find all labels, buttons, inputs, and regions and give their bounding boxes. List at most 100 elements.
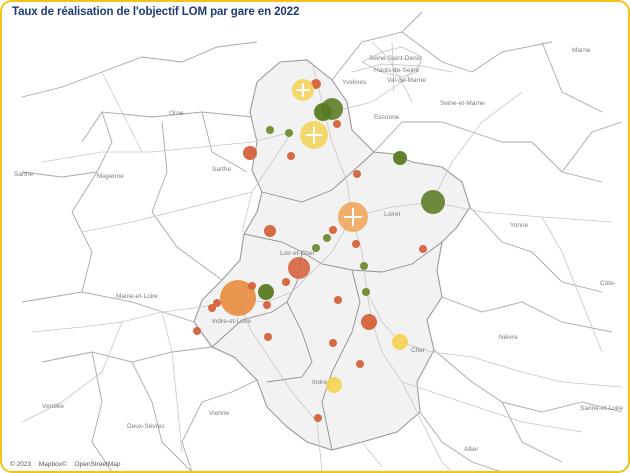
station-marker[interactable]	[353, 170, 361, 178]
station-marker[interactable]	[288, 257, 310, 279]
station-marker[interactable]	[356, 360, 364, 368]
place-labels: Seine-Saint-Denis Hauts-de-Seine Val-de-…	[14, 47, 623, 453]
station-bubble[interactable]	[282, 278, 290, 286]
station-bubble[interactable]	[326, 377, 342, 393]
station-bubble[interactable]	[323, 234, 331, 242]
station-bubble[interactable]	[264, 225, 276, 237]
place-label: Nièvre	[499, 334, 518, 341]
station-marker[interactable]	[352, 240, 360, 248]
road	[311, 61, 353, 218]
station-bubble[interactable]	[360, 262, 368, 270]
station-marker[interactable]	[208, 304, 216, 312]
station-marker[interactable]	[285, 129, 293, 137]
osm-credit[interactable]: OpenStreetMap	[74, 461, 121, 468]
station-marker[interactable]	[419, 245, 427, 253]
road	[81, 191, 253, 233]
station-marker[interactable]	[264, 225, 276, 237]
station-bubble[interactable]	[288, 257, 310, 279]
station-marker[interactable]	[300, 121, 328, 149]
station-marker[interactable]	[292, 79, 314, 101]
station-marker[interactable]	[282, 278, 290, 286]
station-markers[interactable]	[193, 79, 445, 422]
station-bubble[interactable]	[352, 240, 360, 248]
road	[236, 216, 353, 303]
station-bubble[interactable]	[220, 280, 256, 316]
border-line	[401, 31, 553, 73]
station-bubble[interactable]	[248, 282, 256, 290]
station-bubble[interactable]	[333, 120, 341, 128]
station-bubble[interactable]	[334, 296, 342, 304]
station-bubble[interactable]	[263, 301, 271, 309]
station-marker[interactable]	[326, 377, 342, 393]
station-marker[interactable]	[263, 301, 271, 309]
station-bubble[interactable]	[361, 314, 377, 330]
border-line	[441, 296, 613, 333]
station-bubble[interactable]	[193, 327, 201, 335]
station-marker[interactable]	[264, 333, 272, 341]
station-bubble[interactable]	[392, 334, 408, 350]
station-marker[interactable]	[323, 234, 331, 242]
station-marker[interactable]	[329, 339, 337, 347]
station-bubble[interactable]	[353, 170, 361, 178]
station-marker[interactable]	[314, 103, 332, 121]
station-bubble[interactable]	[266, 126, 274, 134]
station-bubble[interactable]	[421, 190, 445, 214]
road	[371, 41, 413, 103]
station-marker[interactable]	[361, 314, 377, 330]
road	[331, 61, 423, 113]
station-bubble[interactable]	[208, 304, 216, 312]
station-marker[interactable]	[360, 262, 368, 270]
station-marker[interactable]	[312, 244, 320, 252]
station-marker[interactable]	[258, 284, 274, 300]
place-label: Vienne	[209, 410, 230, 417]
station-bubble[interactable]	[419, 245, 427, 253]
station-bubble[interactable]	[329, 226, 337, 234]
station-marker[interactable]	[421, 190, 445, 214]
place-label: Allier	[464, 446, 479, 453]
station-marker[interactable]	[311, 79, 321, 89]
station-marker[interactable]	[362, 288, 370, 296]
station-marker[interactable]	[329, 226, 337, 234]
border-line	[81, 291, 195, 323]
copyright-text: © 2023	[10, 461, 32, 468]
station-bubble[interactable]	[243, 146, 257, 160]
station-bubble[interactable]	[287, 152, 295, 160]
road	[351, 63, 453, 73]
station-bubble[interactable]	[285, 129, 293, 137]
place-label: Orne	[169, 110, 184, 117]
inner-border	[261, 151, 375, 203]
station-marker[interactable]	[193, 327, 201, 335]
road	[401, 381, 583, 433]
station-bubble[interactable]	[314, 414, 322, 422]
map-credits: © 2023 Mapbox© OpenStreetMap	[10, 461, 127, 468]
station-marker[interactable]	[393, 151, 407, 165]
station-marker[interactable]	[213, 299, 221, 307]
station-bubble[interactable]	[356, 360, 364, 368]
station-bubble[interactable]	[314, 103, 332, 121]
station-marker[interactable]	[314, 414, 322, 422]
station-marker[interactable]	[243, 146, 257, 160]
station-bubble[interactable]	[393, 151, 407, 165]
station-marker[interactable]	[338, 202, 368, 232]
station-bubble[interactable]	[311, 79, 321, 89]
station-marker[interactable]	[392, 334, 408, 350]
place-label: Indre	[312, 379, 327, 386]
station-marker[interactable]	[287, 152, 295, 160]
station-bubble[interactable]	[329, 339, 337, 347]
station-bubble[interactable]	[312, 244, 320, 252]
station-bubble[interactable]	[362, 288, 370, 296]
station-bubble[interactable]	[264, 333, 272, 341]
station-marker[interactable]	[333, 120, 341, 128]
mapbox-credit[interactable]: Mapbox©	[38, 461, 67, 468]
station-marker[interactable]	[248, 282, 256, 290]
station-marker[interactable]	[266, 126, 274, 134]
border-line	[91, 351, 112, 471]
station-marker[interactable]	[220, 280, 256, 316]
border-line	[21, 41, 258, 98]
place-label: Sarthe	[212, 166, 232, 173]
station-bubble[interactable]	[213, 299, 221, 307]
station-bubble[interactable]	[258, 284, 274, 300]
border-line	[201, 111, 248, 173]
station-marker[interactable]	[334, 296, 342, 304]
